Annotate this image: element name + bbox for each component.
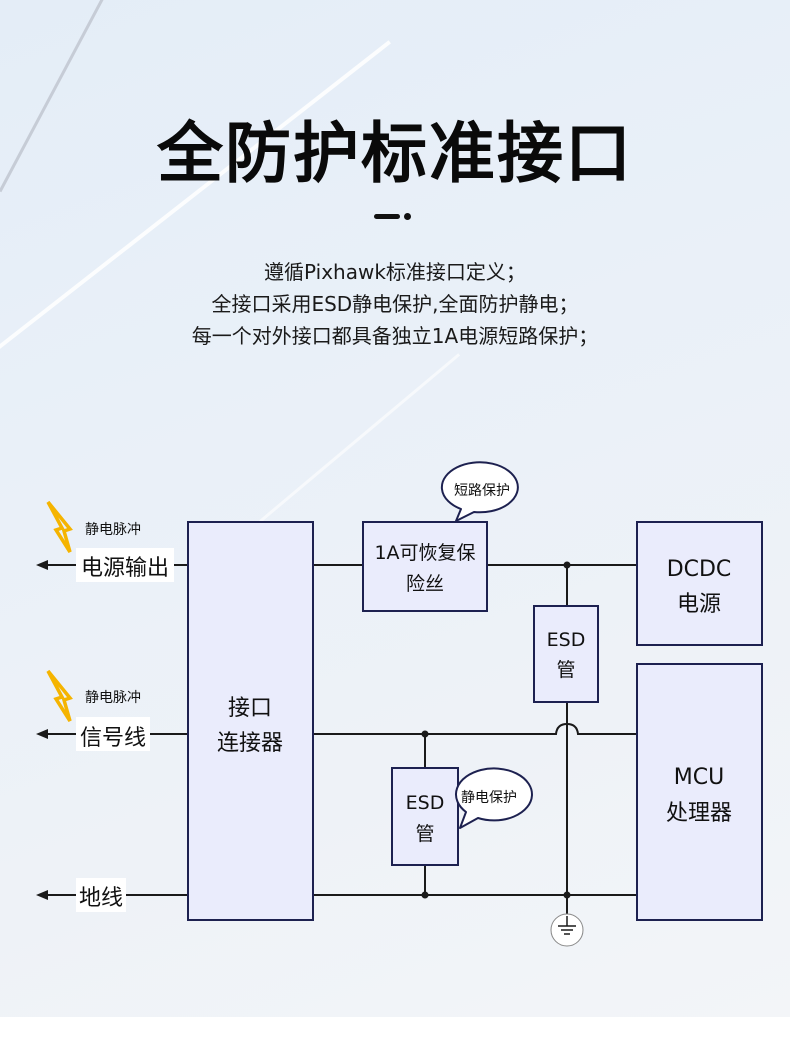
junction-dot: [421, 730, 429, 738]
esd-top-block: ESD 管: [533, 605, 599, 703]
junction-dot: [563, 891, 571, 899]
wire-signal-mcu: [313, 722, 637, 735]
port-label-bg: [76, 878, 126, 912]
dcdc-block: DCDC 电源: [636, 521, 763, 646]
connector-label-line1: 接口: [228, 696, 272, 721]
description: 遵循Pixhawk标准接口定义； 全接口采用ESD静电保护,全面防护静电； 每一…: [0, 256, 790, 352]
port-label-signal: 信号线: [80, 726, 146, 751]
esd-bottom-block: ESD 管: [391, 767, 459, 866]
description-line: 遵循Pixhawk标准接口定义；: [264, 260, 526, 284]
title-divider-dot: [404, 213, 411, 220]
port-label-bg: [76, 717, 150, 751]
junction-dot: [563, 561, 571, 569]
lightning-bolt-icon: [46, 669, 73, 722]
dcdc-label-line1: DCDC: [667, 557, 732, 582]
page-title: 全防护标准接口: [157, 115, 633, 192]
esd-top-label-line2: 管: [556, 659, 575, 681]
callout-esd-text: 静电保护: [461, 790, 517, 806]
ground-symbol-icon: [550, 913, 584, 947]
esd-bottom-label-line1: ESD: [406, 792, 445, 814]
callout-short-circuit: 短路保护: [440, 461, 519, 522]
fuse-block: 1A可恢复保 险丝: [362, 521, 488, 612]
description-line: 每一个对外接口都具备独立1A电源短路保护；: [191, 324, 599, 348]
dcdc-label-line2: 电源: [677, 592, 721, 617]
arrow-left-icon: [36, 890, 48, 900]
mcu-label-line2: 处理器: [666, 801, 732, 826]
port-label-power: 电源输出: [81, 556, 169, 581]
title-divider: [374, 214, 400, 219]
esd-top-label-line1: ESD: [547, 629, 586, 651]
pulse-label: 静电脉冲: [85, 522, 141, 538]
junction-dot: [421, 891, 429, 899]
connector-block: 接口 连接器: [187, 521, 314, 921]
arrow-left-icon: [36, 560, 48, 570]
mcu-block: MCU 处理器: [636, 663, 763, 921]
port-label-ground: 地线: [79, 886, 123, 911]
lightning-bolt-icon: [46, 500, 73, 553]
connector-label-line2: 连接器: [217, 731, 283, 756]
description-line: 全接口采用ESD静电保护,全面防护静电；: [211, 292, 579, 316]
pulse-label: 静电脉冲: [85, 690, 141, 706]
fuse-label-line2: 险丝: [406, 573, 444, 595]
esd-bottom-label-line2: 管: [415, 823, 434, 845]
callout-esd: 静电保护: [455, 767, 533, 829]
arrow-left-icon: [36, 729, 48, 739]
port-label-bg: [76, 548, 174, 582]
mcu-label-line1: MCU: [674, 765, 724, 790]
callout-short-circuit-text: 短路保护: [454, 483, 510, 499]
fuse-label-line1: 1A可恢复保: [374, 542, 475, 564]
